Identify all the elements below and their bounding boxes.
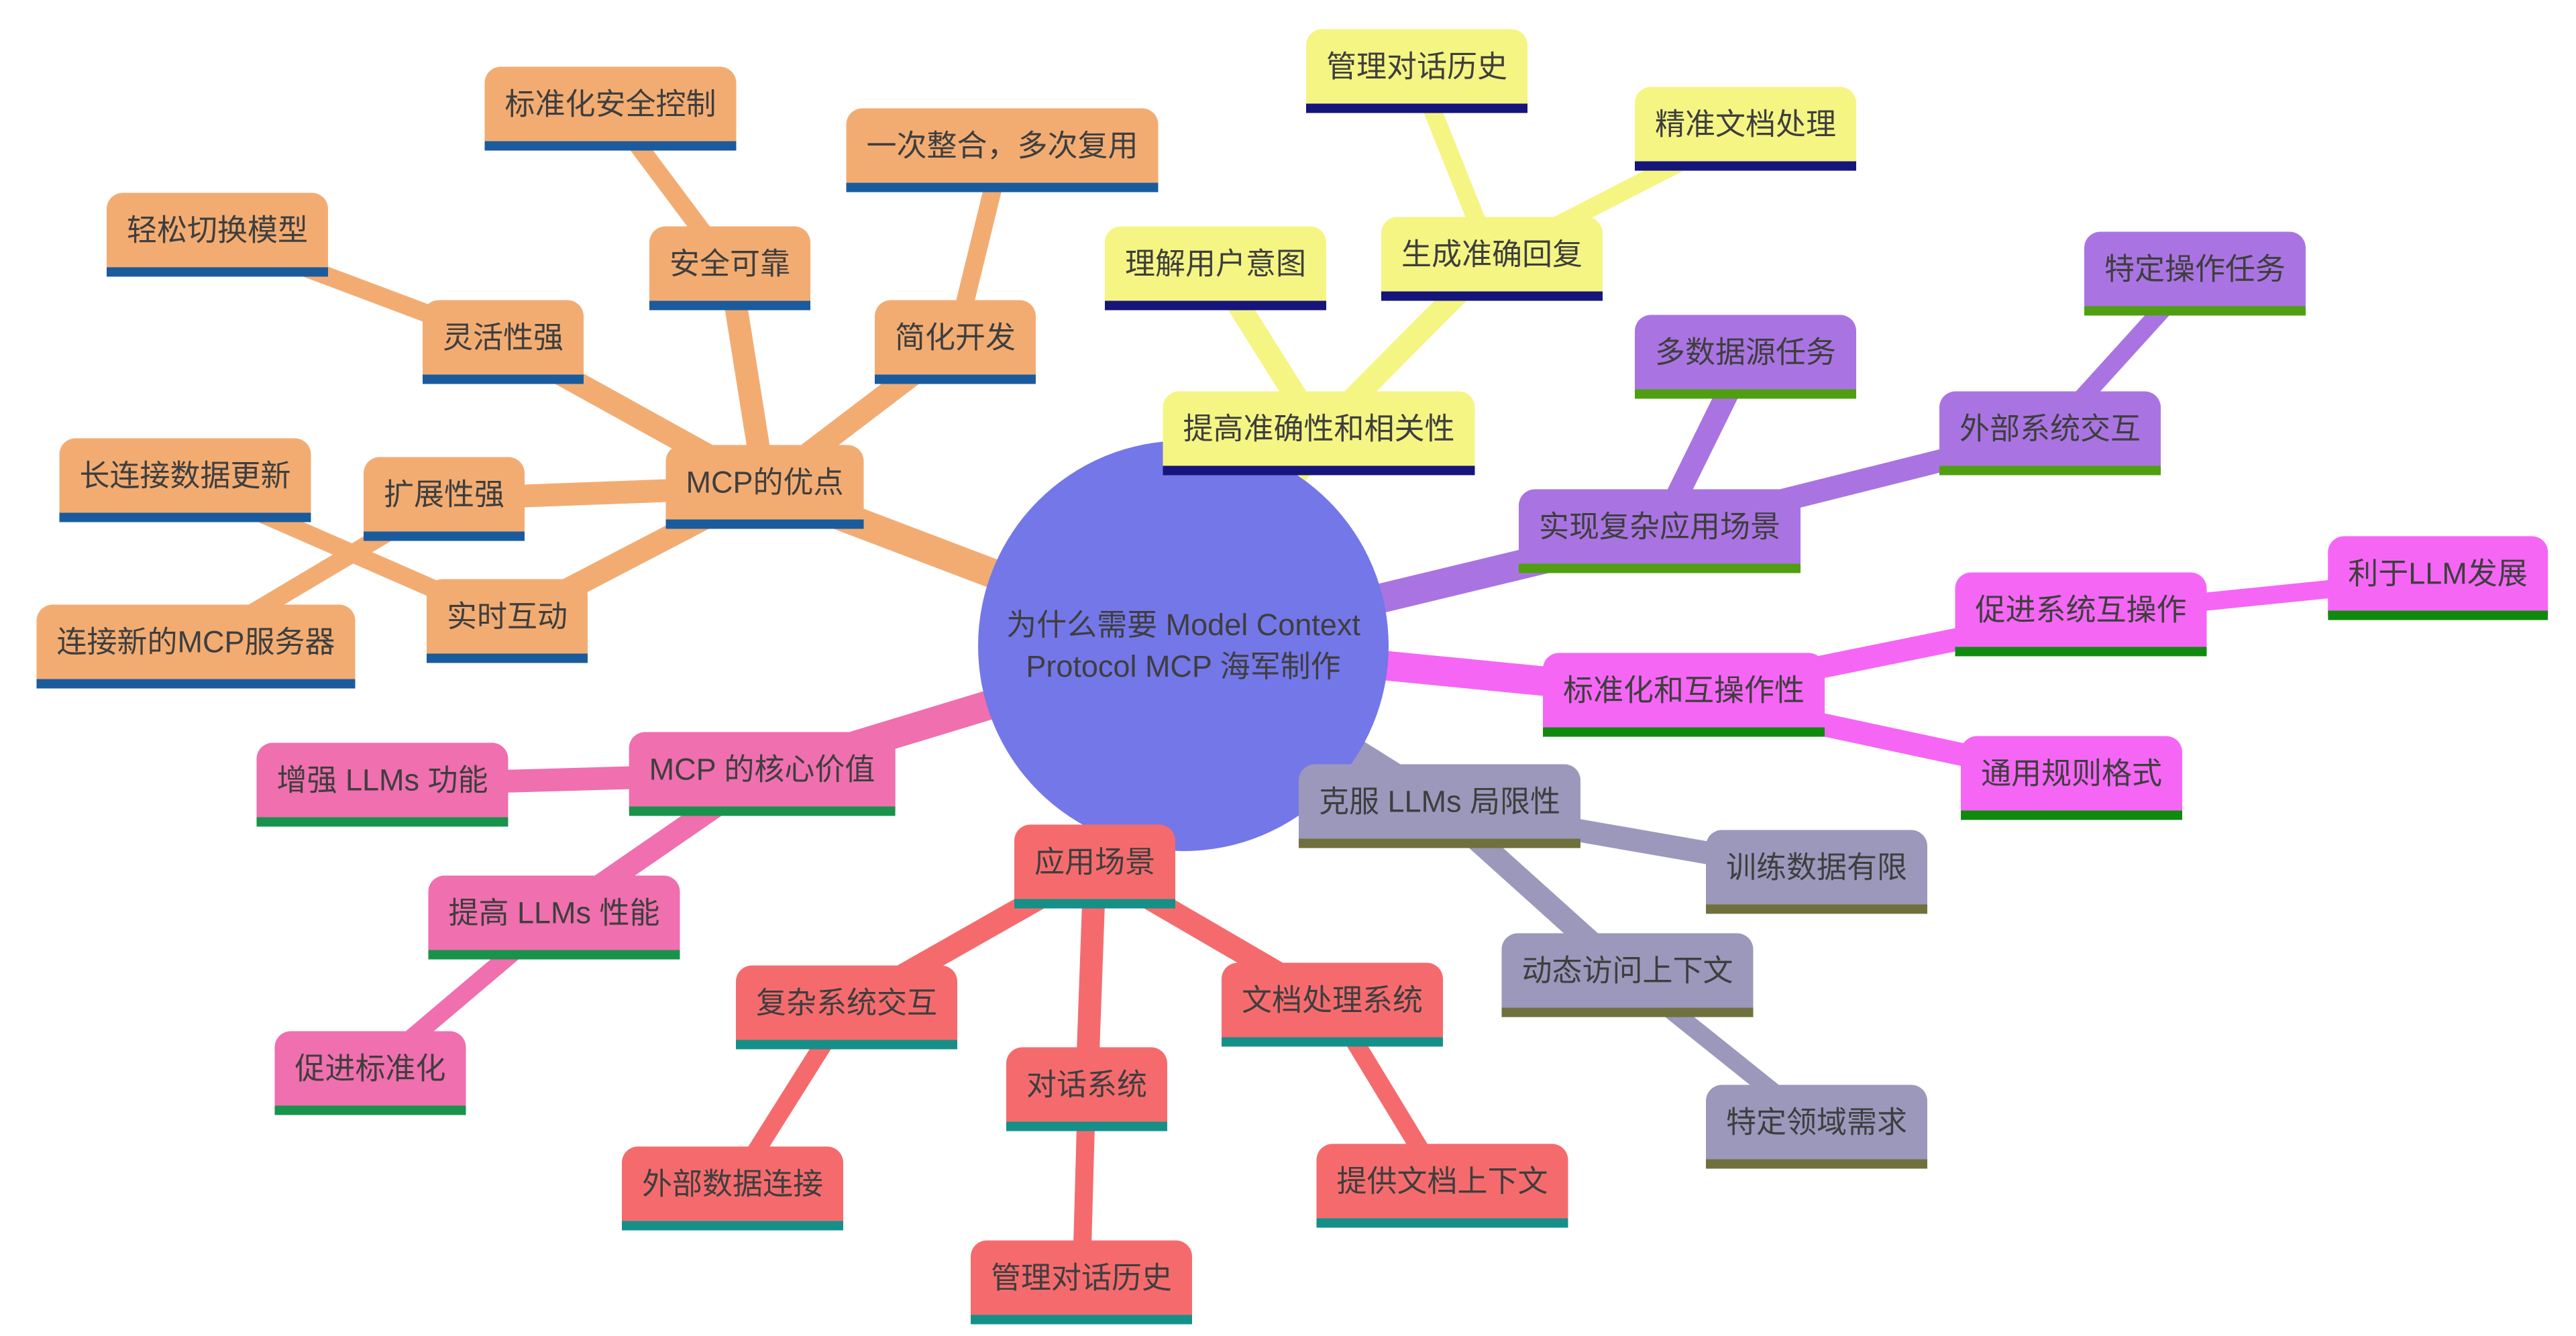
mindmap-node-connect-new-mcp-servers[interactable]: 连接新的MCP服务器	[36, 604, 356, 689]
mindmap-node-flexibility[interactable]: 灵活性强	[422, 300, 584, 384]
mindmap-node-multi-datasource-tasks[interactable]: 多数据源任务	[1634, 315, 1857, 399]
mindmap-node-realtime-interaction[interactable]: 实时互动	[426, 579, 588, 663]
mindmap-node-generate-accurate-replies[interactable]: 生成准确回复	[1381, 217, 1603, 301]
mindmap-node-dialog-systems[interactable]: 对话系统	[1006, 1047, 1168, 1131]
mindmap-node-mcp-advantages[interactable]: MCP的优点	[665, 445, 864, 529]
central-topic-label-line1: 为什么需要 Model Context	[1006, 608, 1360, 642]
mindmap-node-improve-llms-performance[interactable]: 提高 LLMs 性能	[428, 875, 680, 960]
mindmap-node-promote-standardization[interactable]: 促进标准化	[274, 1031, 466, 1115]
mindmap-node-specific-operation-tasks[interactable]: 特定操作任务	[2084, 231, 2306, 316]
mindmap-node-external-system-interaction[interactable]: 外部系统交互	[1939, 391, 2161, 476]
mindmap-node-provide-doc-context[interactable]: 提供文档上下文	[1316, 1144, 1568, 1228]
central-topic-label-line2: Protocol MCP 海军制作	[1026, 649, 1341, 683]
mindmap-node-standardization-interop[interactable]: 标准化和互操作性	[1542, 653, 1825, 737]
mindmap-node-promote-system-interop[interactable]: 促进系统互操作	[1955, 572, 2207, 657]
mindmap-node-long-connection-updates[interactable]: 长连接数据更新	[59, 438, 311, 522]
mindmap-node-easy-model-switch[interactable]: 轻松切换模型	[106, 192, 329, 277]
mindmap-node-manage-dialog-history-top[interactable]: 管理对话历史	[1305, 29, 1528, 113]
mindmap-node-doc-processing-systems[interactable]: 文档处理系统	[1221, 962, 1444, 1047]
mindmap-node-enhance-llms-capability[interactable]: 增强 LLMs 功能	[256, 742, 508, 827]
mindmap-node-accuracy-relevance[interactable]: 提高准确性和相关性	[1163, 391, 1475, 476]
mindmap-node-complex-app-scenarios[interactable]: 实现复杂应用场景	[1518, 489, 1801, 573]
mindmap-node-extensibility[interactable]: 扩展性强	[363, 457, 525, 541]
mindmap-node-safe-reliable[interactable]: 安全可靠	[649, 226, 811, 311]
mindmap-node-precise-doc-processing[interactable]: 精准文档处理	[1634, 87, 1857, 171]
mindmap-node-integrate-once-reuse[interactable]: 一次整合，多次复用	[846, 108, 1159, 192]
mindmap-node-external-data-connection[interactable]: 外部数据连接	[621, 1146, 844, 1231]
mindmap-node-application-scenarios[interactable]: 应用场景	[1014, 824, 1176, 909]
mindmap-node-overcome-llm-limitations[interactable]: 克服 LLMs 局限性	[1298, 764, 1581, 848]
mindmap-node-benefit-llm-development[interactable]: 利于LLM发展	[2328, 536, 2548, 620]
mindmap-node-mcp-core-value[interactable]: MCP 的核心价值	[629, 732, 896, 816]
mindmap-node-manage-dialog-history-bottom[interactable]: 管理对话历史	[970, 1240, 1193, 1325]
mindmap-node-simplified-dev[interactable]: 简化开发	[874, 300, 1036, 384]
mindmap-node-understand-intent[interactable]: 理解用户意图	[1104, 226, 1327, 311]
mindmap-node-universal-rule-format[interactable]: 通用规则格式	[1960, 736, 2183, 820]
mindmap-node-standardized-security[interactable]: 标准化安全控制	[484, 66, 737, 151]
mindmap-node-limited-training-data[interactable]: 训练数据有限	[1705, 830, 1928, 914]
mindmap-node-domain-specific-needs[interactable]: 特定领域需求	[1705, 1084, 1928, 1169]
mindmap-node-complex-system-interaction[interactable]: 复杂系统交互	[735, 965, 958, 1050]
mindmap-node-dynamic-context-access[interactable]: 动态访问上下文	[1501, 933, 1754, 1017]
